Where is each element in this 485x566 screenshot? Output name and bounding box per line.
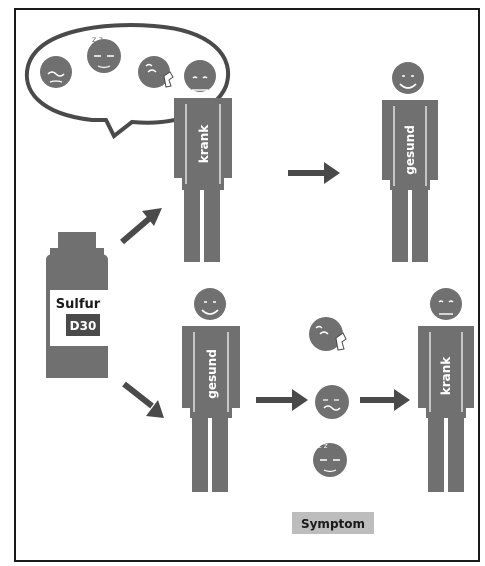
person-label: krank (197, 124, 211, 164)
arrow-icon (256, 389, 308, 411)
face-itch-icon (138, 56, 174, 88)
bottle-icon: Sulfur D30 (46, 232, 108, 378)
symptom-badge: Symptom (292, 512, 374, 534)
person-healthy-top: gesund (382, 62, 438, 262)
arrow-icon (288, 162, 340, 184)
face-itch-icon (309, 317, 347, 351)
symptom-label: Symptom (301, 517, 365, 531)
arrow-icon (360, 389, 410, 411)
face-sleepy-icon: z z (87, 35, 121, 73)
diagram-canvas: z z krank gesund (14, 8, 480, 562)
person-healthy-bottom: gesund (182, 288, 240, 492)
face-sleepy-icon: z z (313, 442, 347, 477)
svg-text:z z: z z (92, 35, 103, 44)
person-sick-bottom: krank (418, 288, 474, 492)
svg-text:z z: z z (318, 442, 328, 450)
arrow-icon (122, 381, 164, 418)
person-label: gesund (205, 349, 219, 399)
bottle-label-line2: D30 (70, 319, 97, 333)
person-sick-top: krank (174, 60, 232, 262)
person-label: krank (439, 356, 453, 396)
bottle-label-line1: Sulfur (56, 297, 101, 312)
face-wavy-icon (315, 385, 349, 419)
face-wavy-icon (40, 56, 72, 88)
arrow-icon (120, 208, 162, 245)
person-label: gesund (403, 125, 417, 175)
